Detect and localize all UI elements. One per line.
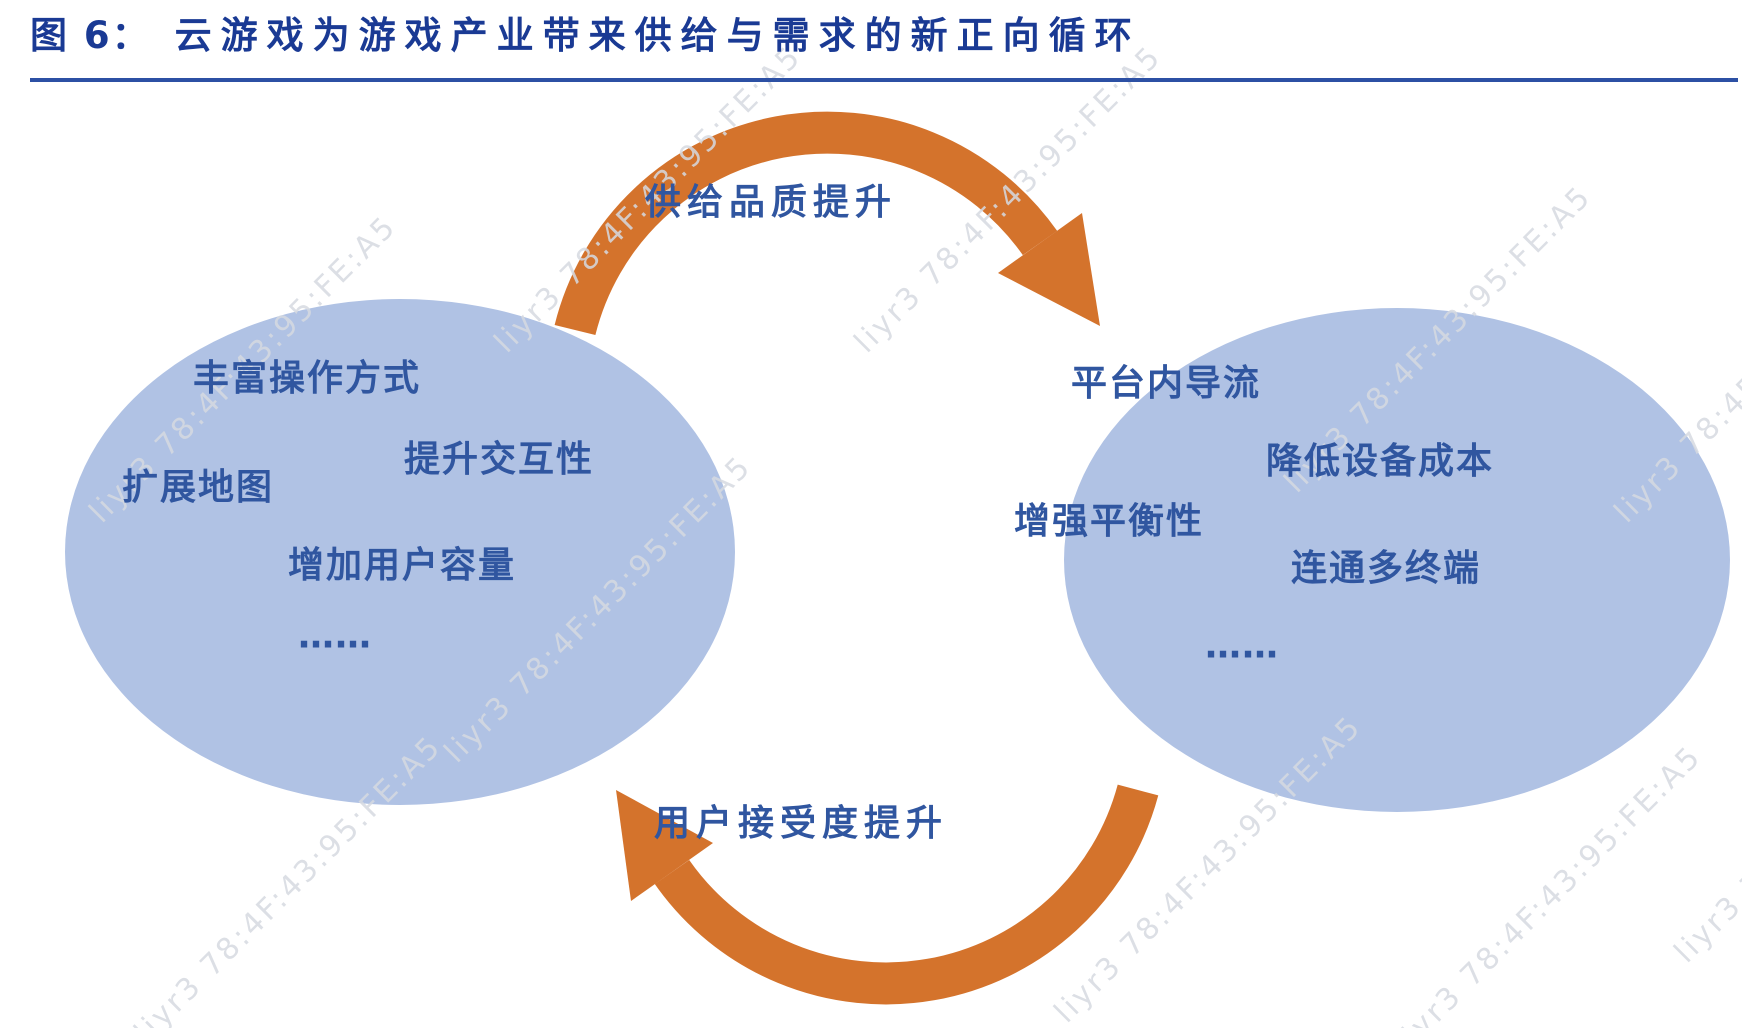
figure-title: 云游戏为游戏产业带来供给与需求的新正向循环 — [174, 14, 1141, 57]
supply-item-expand-maps: 扩展地图 — [122, 467, 275, 508]
top-cycle-arrowhead-icon — [998, 213, 1100, 326]
bottom-cycle-arrowhead-icon — [616, 790, 713, 901]
demand-ellipse — [1064, 308, 1730, 812]
figure-header: 图 6： 云游戏为游戏产业带来供给与需求的新正向循环 — [30, 10, 1141, 62]
supply-item-enrich-controls: 丰富操作方式 — [193, 358, 422, 399]
title-divider-rule — [30, 78, 1738, 82]
top-cycle-arrow-arc — [554, 111, 1058, 336]
bottom-arrow-label: 用户接受度提升 — [653, 803, 949, 844]
supply-ellipse — [65, 299, 735, 805]
demand-item-multi-terminal: 连通多终端 — [1291, 548, 1482, 589]
demand-item-platform-traffic: 平台内导流 — [1071, 363, 1262, 404]
demand-item-balance: 增强平衡性 — [1014, 501, 1205, 542]
supply-item-ellipsis: …… — [298, 615, 372, 657]
demand-item-ellipsis: …… — [1205, 625, 1279, 667]
demand-item-device-cost: 降低设备成本 — [1266, 441, 1495, 482]
supply-item-user-capacity: 增加用户容量 — [288, 545, 517, 586]
figure-number-label: 图 6： — [30, 14, 151, 57]
top-arrow-label: 供给品质提升 — [644, 182, 898, 223]
supply-item-interactivity: 提升交互性 — [404, 439, 595, 480]
bottom-cycle-arrow-arc — [654, 784, 1159, 1005]
